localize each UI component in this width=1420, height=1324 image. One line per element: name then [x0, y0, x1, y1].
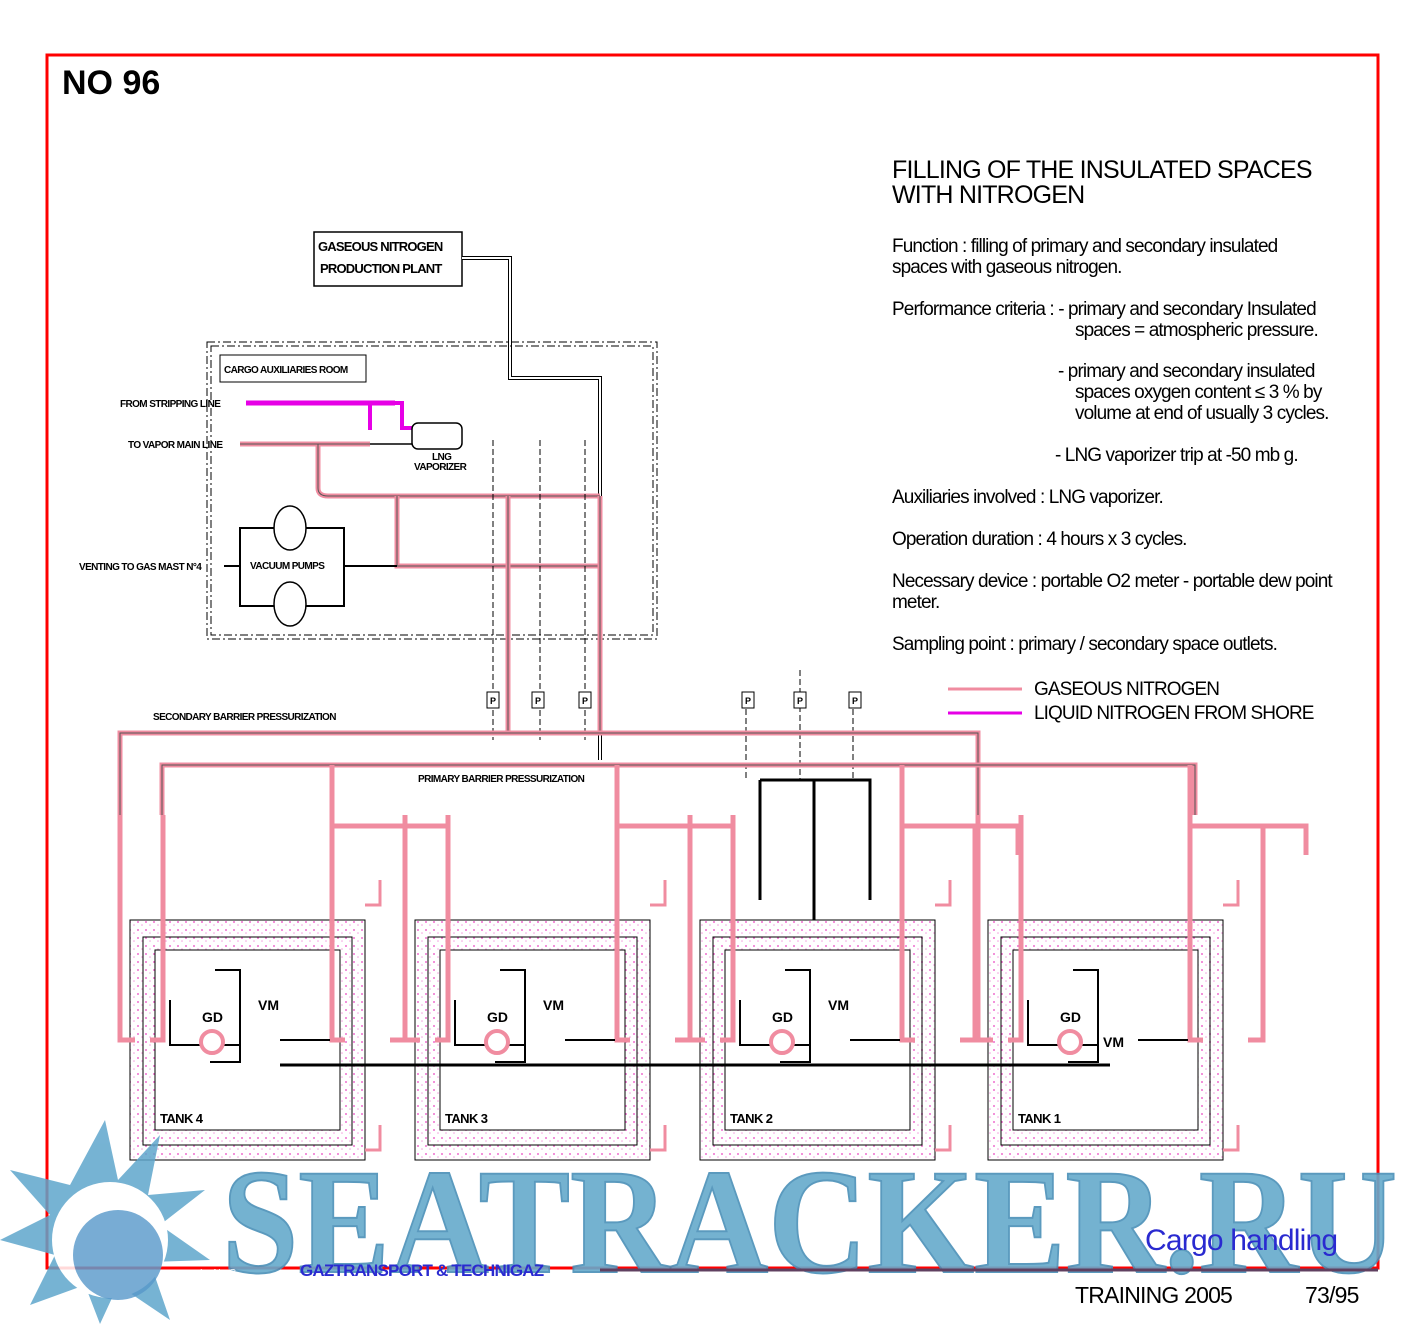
tank-label: TANK 1 — [1018, 1111, 1061, 1126]
logo-lng-text: LNG — [200, 1268, 245, 1279]
oxygen-text-2: spaces oxygen content ≤ 3 % by — [1075, 382, 1323, 403]
venting-label: VENTING TO GAS MAST N°4 — [79, 562, 202, 573]
primary-barrier — [142, 936, 353, 1146]
oxygen-text-3: volume at end of usually 3 cycles. — [1075, 403, 1329, 424]
page-number-label: NO 96 — [62, 64, 160, 102]
vaporizer-label-2: VAPORIZER — [414, 462, 468, 473]
pipe-outline — [240, 443, 600, 497]
gd-label: GD — [487, 1009, 508, 1025]
tank-vent-valve-line — [650, 880, 667, 1152]
primary-barrier — [1000, 936, 1211, 1146]
seatracker-sun-logo — [0, 1120, 210, 1324]
primary-barrier — [712, 936, 923, 1146]
gas-detector-icon — [484, 1029, 510, 1055]
vacuum-pump-bypass — [224, 527, 397, 607]
tank-feed-line — [899, 765, 1021, 855]
oxygen-text: - primary and secondary insulated — [1058, 361, 1315, 382]
tank-vent-valve-line — [935, 880, 952, 1152]
performance-text-2: spaces = atmospheric pressure. — [1075, 320, 1318, 341]
gd-label: GD — [202, 1009, 223, 1025]
tank-nitrogen-drops — [402, 815, 693, 1043]
cargo-auxiliaries-room — [206, 341, 658, 640]
training-label: TRAINING 2005 — [1075, 1282, 1233, 1308]
vm-label: VM — [543, 997, 564, 1013]
pipe-outline — [507, 496, 601, 733]
company-label: GAZTRANSPORT & TECHNIGAZ — [300, 1261, 544, 1280]
watermark-text: SEATRACKER.RU — [222, 1139, 1397, 1305]
vm-label: VM — [258, 997, 279, 1013]
diagram-title-line1: FILLING OF THE INSULATED SPACES — [892, 156, 1312, 184]
pressure-gauge-icon — [531, 691, 545, 709]
tanks: GD VM TANK 4 GD VM TANK 3 GD VM TANK 2 GD VM TANK 1 — [117, 765, 1309, 1161]
tank-vent-valve-line — [365, 880, 382, 1152]
pressure-gauge-label: P — [582, 696, 588, 706]
pressure-gauge-label: P — [745, 696, 751, 706]
primary-header-label: PRIMARY BARRIER PRESSURIZATION — [418, 774, 585, 785]
pressure-gauge-icon — [793, 691, 807, 709]
vm-label: VM — [1103, 1034, 1124, 1050]
gas-detector-icon — [1057, 1029, 1083, 1055]
gas-detector-icon — [199, 1029, 225, 1055]
plant-label-2: PRODUCTION PLANT — [320, 261, 442, 276]
vm-label: VM — [828, 997, 849, 1013]
secondary-header-label: SECONDARY BARRIER PRESSURIZATION — [153, 712, 336, 723]
pressure-gauge-icon — [578, 691, 592, 709]
legend-label-gaseous: GASEOUS NITROGEN — [1034, 679, 1219, 700]
tank-label: TANK 2 — [730, 1111, 773, 1126]
pressure-gauge-icon — [741, 691, 755, 709]
pipe-outline — [119, 732, 979, 815]
pressure-gauge-label: P — [490, 696, 496, 706]
trip-text: - LNG vaporizer trip at -50 mb g. — [1055, 445, 1298, 466]
page-frame — [45, 53, 1380, 1270]
sampling-dashed-lines — [492, 440, 854, 780]
tank-2: GD VM TANK 2 — [687, 765, 1021, 1161]
pressure-gauge-label: P — [797, 696, 803, 706]
tank-3: GD VM TANK 3 — [402, 765, 736, 1161]
gas-detector-icon — [769, 1029, 795, 1055]
primary-barrier — [427, 936, 638, 1146]
pressure-gauge-icon — [848, 691, 862, 709]
legend: GASEOUS NITROGEN LIQUID NITROGEN FROM SH… — [948, 679, 1315, 724]
pressure-gauge-label: P — [852, 696, 858, 706]
diagram-title-line2: WITH NITROGEN — [892, 181, 1084, 209]
tank-feed-line — [1187, 765, 1309, 855]
lng-vaporizer — [411, 422, 463, 450]
legend-label-liquid: LIQUID NITROGEN FROM SHORE — [1034, 703, 1314, 724]
vaporizer-label-1: LNG — [432, 452, 452, 463]
pressure-gauge-label: P — [535, 696, 541, 706]
tank-nitrogen-drops — [687, 815, 978, 1043]
tank-4: GD VM TANK 4 — [117, 765, 451, 1161]
function-text: Function : filling of primary and second… — [892, 236, 1278, 257]
performance-text: Performance criteria : - primary and sec… — [892, 299, 1316, 320]
tank-nitrogen-drops — [975, 815, 1266, 1043]
tank-vent-valve-line — [1223, 880, 1240, 1152]
function-text-2: spaces with gaseous nitrogen. — [892, 257, 1122, 278]
to-vapor-label: TO VAPOR MAIN LINE — [128, 440, 223, 451]
sampling-text: Sampling point : primary / secondary spa… — [892, 634, 1277, 655]
vacuum-pump-1-icon — [273, 505, 307, 551]
tank-label: TANK 3 — [445, 1111, 488, 1126]
plant-label-1: GASEOUS NITROGEN — [318, 239, 443, 254]
page-counter: 73/95 — [1305, 1282, 1359, 1308]
cargo-handling-label: Cargo handling — [1145, 1224, 1337, 1257]
tank-1: GD VM TANK 1 — [975, 765, 1309, 1161]
device-text-2: meter. — [892, 592, 939, 613]
tank-label: TANK 4 — [160, 1111, 204, 1126]
duration-text: Operation duration : 4 hours x 3 cycles. — [892, 529, 1187, 550]
room-label: CARGO AUXILIARIES ROOM — [224, 365, 348, 376]
description-block: FILLING OF THE INSULATED SPACES WITH NIT… — [892, 156, 1334, 655]
gd-label: GD — [772, 1009, 793, 1025]
vacuum-pumps-label: VACUUM PUMPS — [250, 561, 325, 572]
vacuum-pump-2-icon — [273, 581, 307, 627]
pressure-gauge-icon — [486, 691, 500, 709]
from-stripping-label: FROM STRIPPING LINE — [120, 399, 221, 410]
tank-nitrogen-drops — [117, 815, 408, 1043]
pipe-outline — [161, 764, 1196, 815]
auxiliaries-text: Auxiliaries involved : LNG vaporizer. — [892, 487, 1163, 508]
device-text: Necessary device : portable O2 meter - p… — [892, 571, 1333, 592]
gd-label: GD — [1060, 1009, 1081, 1025]
liquid-nitrogen-branch — [368, 401, 412, 430]
